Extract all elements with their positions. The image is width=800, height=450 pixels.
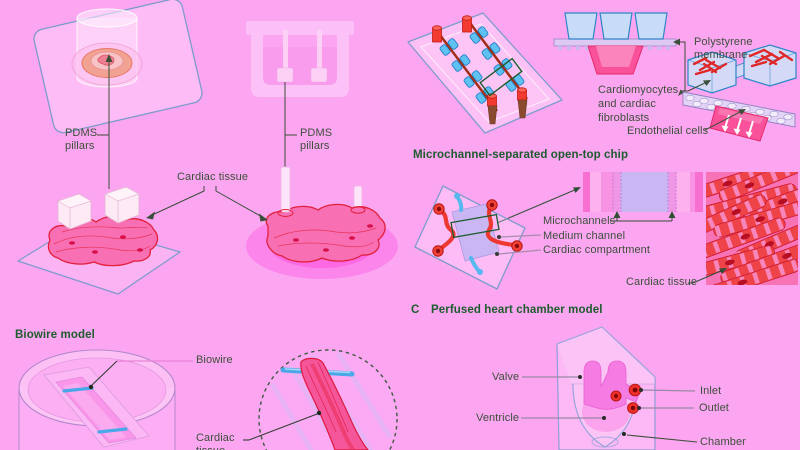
open-top-chip-heading: Microchannel-separated open-top chip xyxy=(413,149,629,161)
cardiac-tissue-right-label: Cardiac tissue xyxy=(626,276,698,288)
cardiac-tissue-left xyxy=(17,186,181,295)
ventricle-label: Ventricle xyxy=(476,412,520,424)
valve-label: Valve xyxy=(492,371,520,383)
cardiomyocytes-line2: and cardiac xyxy=(598,98,656,110)
cardiac-compartment-label: Cardiac compartment xyxy=(543,244,651,256)
panel-c-letter: C xyxy=(411,304,420,316)
endothelial-cells-label: Endothelial cells xyxy=(627,125,709,137)
pdms-right-line1: PDMS xyxy=(300,127,333,139)
pdms-left-line1: PDMS xyxy=(65,127,98,139)
hanging-pillar-vessel xyxy=(246,21,354,170)
cardiac-bottom-line2: tissue xyxy=(196,445,235,450)
cardiac-tissue-micrograph-leader xyxy=(688,268,727,284)
biowire-dish xyxy=(18,349,193,450)
cardiac-tissue-right-model xyxy=(246,166,398,279)
polystyrene-line1: Polystyrene xyxy=(694,36,753,48)
cardiac-tissue-bottom-label: Cardiac tissue xyxy=(196,432,235,450)
cardiac-tissue-top-label: Cardiac tissue xyxy=(177,171,249,183)
pillar-cylinders xyxy=(432,15,528,125)
cardiomyocytes-label: Cardiomyocytes and cardiac fibroblasts xyxy=(598,83,678,125)
heart-chamber-device xyxy=(521,326,698,450)
pdms-pillars-left-label: PDMS pillars xyxy=(65,127,97,153)
pdms-right-line2: pillars xyxy=(300,140,330,152)
microchannel-inset xyxy=(496,172,703,224)
multi-pillar-chip xyxy=(407,12,563,134)
biowire-label: Biowire xyxy=(196,354,233,366)
membrane-cross-section xyxy=(553,12,686,96)
heart-chamber-heading: Perfused heart chamber model xyxy=(431,304,603,316)
microfluidic-chip xyxy=(413,185,542,294)
biowire-magnified-view xyxy=(243,349,398,450)
polystyrene-line2: membrane xyxy=(694,49,748,61)
cardiac-tissue-micrograph xyxy=(706,172,798,285)
pdms-left-line2: pillars xyxy=(65,140,95,152)
inlet-label: Inlet xyxy=(700,385,722,397)
outlet-label: Outlet xyxy=(699,402,729,414)
polystyrene-membrane-label: Polystyrene membrane xyxy=(694,36,753,62)
pdms-pillars-right-label: PDMS pillars xyxy=(300,127,332,153)
cardiomyocytes-line3: fibroblasts xyxy=(598,112,650,124)
cardiac-tissue-arrows xyxy=(146,186,268,222)
medium-channel-label: Medium channel xyxy=(543,230,626,242)
chamber-label: Chamber xyxy=(700,436,746,448)
microchannels-label: Microchannels xyxy=(543,215,616,227)
pdms-pillar-plate-model xyxy=(33,0,203,189)
open-top-chip-3d xyxy=(681,44,797,142)
cardiac-bottom-line1: Cardiac xyxy=(196,432,235,444)
cardiomyocytes-line1: Cardiomyocytes xyxy=(598,84,679,96)
biowire-model-heading: Biowire model xyxy=(15,329,95,341)
